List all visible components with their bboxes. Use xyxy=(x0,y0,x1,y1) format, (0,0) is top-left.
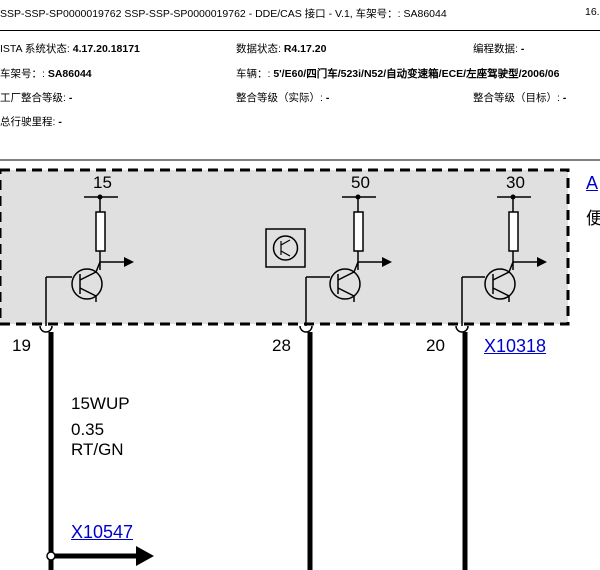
vin: 车架号：: SA86044 xyxy=(0,68,92,80)
data-status: 数据状态: R4.17.20 xyxy=(236,43,327,55)
pin-label-28: 28 xyxy=(272,336,291,355)
resistor xyxy=(508,211,519,252)
output-arrow-icon xyxy=(382,257,392,267)
programming-data: 编程数据: - xyxy=(473,43,525,55)
terminal-50-circuit xyxy=(305,194,392,326)
cut-off-link[interactable]: A xyxy=(586,173,599,193)
connector-link-x10318[interactable]: X10318 xyxy=(484,336,547,356)
connector-link-x10547[interactable]: X10547 xyxy=(71,522,134,542)
header-divider xyxy=(0,30,600,31)
factory-integration-level: 工厂整合等级: - xyxy=(0,92,73,104)
pin-label-20: 20 xyxy=(426,336,445,355)
transistor-icon xyxy=(329,268,361,300)
branch-arrow-icon xyxy=(136,546,154,566)
output-arrow-icon xyxy=(124,257,134,267)
splice-point-icon xyxy=(46,551,56,561)
ista-status: ISTA 系统状态: 4.17.20.18171 xyxy=(0,43,140,55)
wire-name: 15WUP xyxy=(71,394,130,413)
actual-integration-level: 整合等级（实际）: - xyxy=(236,92,330,104)
terminal-label-50: 50 xyxy=(351,173,370,192)
pin-19-socket xyxy=(39,325,53,333)
resistor xyxy=(353,211,364,252)
control-module-box xyxy=(0,170,568,324)
vehicle: 车辆：: 5'/E60/四门车/523i/N52/自动变速箱/ECE/左座驾驶型… xyxy=(236,68,560,80)
terminal-15-circuit xyxy=(45,194,134,326)
pin-label-19: 19 xyxy=(12,336,31,355)
sensor-symbol-icon xyxy=(265,228,306,268)
target-integration-level: 整合等级（目标）: - xyxy=(473,92,567,104)
page-number: 16. xyxy=(585,6,600,18)
pin-20-socket xyxy=(455,325,469,333)
terminal-label-30: 30 xyxy=(506,173,525,192)
cut-off-text: 便 xyxy=(586,209,600,228)
resistor xyxy=(95,211,106,252)
terminal-30-circuit xyxy=(461,194,547,326)
document-title: SSP-SSP-SP0000019762 SSP-SSP-SP000001976… xyxy=(0,8,447,20)
pin-28-socket xyxy=(299,325,313,333)
wire-size: 0.35 xyxy=(71,420,105,439)
transistor-icon xyxy=(71,268,103,300)
transistor-icon xyxy=(484,268,516,300)
wire-color: RT/GN xyxy=(71,440,124,459)
output-arrow-icon xyxy=(537,257,547,267)
terminal-label-15: 15 xyxy=(93,173,112,192)
control-module-border xyxy=(0,168,570,326)
total-mileage: 总行驶里程: - xyxy=(0,116,62,128)
